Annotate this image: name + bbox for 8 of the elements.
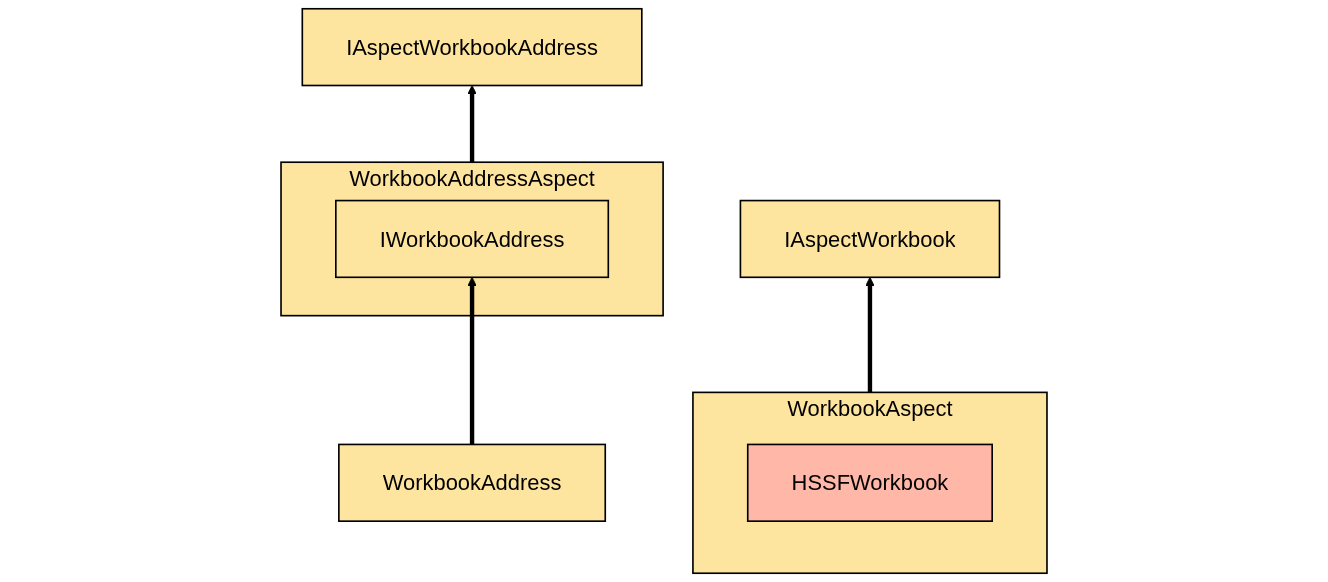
arrow [467, 276, 477, 445]
node-box: HSSFWorkbook [746, 443, 993, 522]
node-box: WorkbookAddress [338, 443, 607, 522]
arrow [865, 276, 875, 393]
node-box: IAspectWorkbook [739, 199, 1001, 279]
arrow [467, 85, 477, 163]
node-box: IAspectWorkbookAddress [301, 7, 643, 87]
node-box: IWorkbookAddress [335, 199, 610, 279]
